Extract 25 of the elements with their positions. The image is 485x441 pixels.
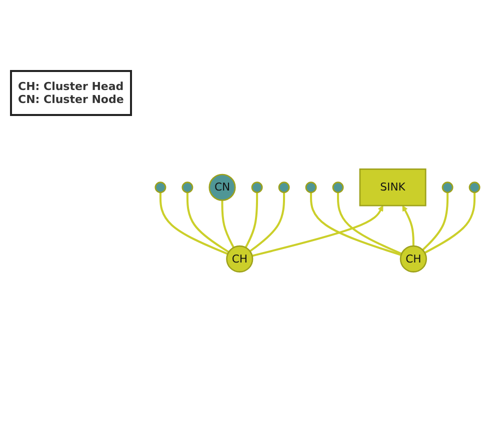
node-circle [251, 182, 263, 194]
connector [186, 192, 230, 253]
legend-note: CH: Cluster Head [18, 80, 124, 93]
node-circle [442, 182, 454, 194]
node-circle [468, 182, 480, 194]
node-circle: CH [226, 245, 254, 273]
legend-note: CN: Cluster Node [18, 93, 124, 106]
node-circle [154, 182, 166, 194]
connector [422, 192, 449, 251]
node-circle: CN [208, 174, 236, 201]
node-circle [305, 182, 317, 194]
connector [221, 200, 235, 248]
arrow [252, 205, 384, 257]
connector [424, 192, 476, 254]
node-circle [332, 182, 344, 194]
node-circle [278, 182, 290, 194]
connector [159, 192, 228, 255]
connector [310, 192, 402, 256]
node-box: SINK [359, 168, 426, 206]
node-circle [182, 182, 194, 194]
node-circle: CH [400, 245, 427, 273]
connector [244, 192, 258, 248]
arrow [402, 205, 414, 246]
connector [249, 192, 286, 252]
connector [337, 192, 402, 255]
